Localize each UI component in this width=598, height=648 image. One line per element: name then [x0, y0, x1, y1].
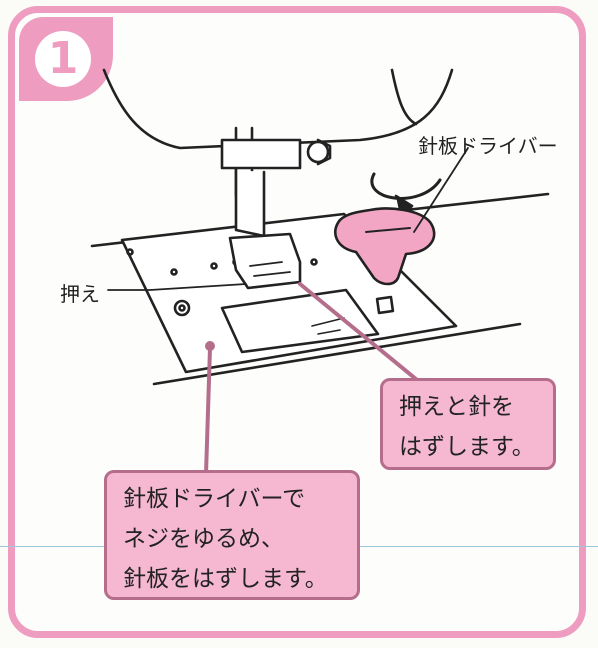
machine-arm-inner — [390, 68, 418, 126]
step-badge: 1 — [19, 17, 113, 101]
label-needle-plate-driver: 針板ドライバー — [418, 134, 558, 158]
plate-dot-4 — [310, 258, 318, 266]
pointer-dot-plate — [205, 341, 215, 351]
plate-dot-5 — [126, 248, 134, 256]
presser-screw-head — [316, 138, 332, 166]
plate-dot-2 — [210, 262, 218, 270]
plate-screw-left-inner — [178, 304, 186, 312]
label-presser-foot: 押え — [60, 282, 100, 306]
driver-rotation-arrow — [370, 172, 442, 200]
bed-front-edge — [152, 322, 522, 386]
callout-line: 押えと針を — [399, 394, 514, 420]
driver-slot — [365, 227, 411, 233]
callout-line: 針板ドライバーで — [123, 486, 306, 512]
feed-dog-lines — [311, 317, 345, 335]
step-number: 1 — [35, 31, 91, 87]
plate-slot — [375, 295, 395, 315]
callout-line: 針板をはずします。 — [123, 566, 328, 592]
plate-screw-left — [173, 299, 191, 317]
presser-foot-toes — [249, 261, 291, 277]
machine-arm — [102, 68, 454, 150]
leader-presser — [107, 283, 247, 291]
presser-clamp — [220, 138, 302, 170]
callout-line: はずします。 — [399, 434, 535, 460]
presser-shank — [234, 168, 266, 238]
callout-line: ネジをゆるめ、 — [123, 526, 284, 552]
callout-remove-foot-needle: 押えと針を はずします。 — [380, 378, 556, 470]
plate-dot-1 — [170, 268, 178, 276]
pointer-to-plate — [204, 346, 212, 476]
pointer-to-foot — [298, 282, 424, 386]
presser-screw — [306, 140, 330, 164]
leader-driver — [413, 147, 469, 233]
callout-remove-needle-plate: 針板ドライバーで ネジをゆるめ、 針板をはずします。 — [104, 470, 360, 600]
feed-dog-window — [220, 288, 380, 354]
